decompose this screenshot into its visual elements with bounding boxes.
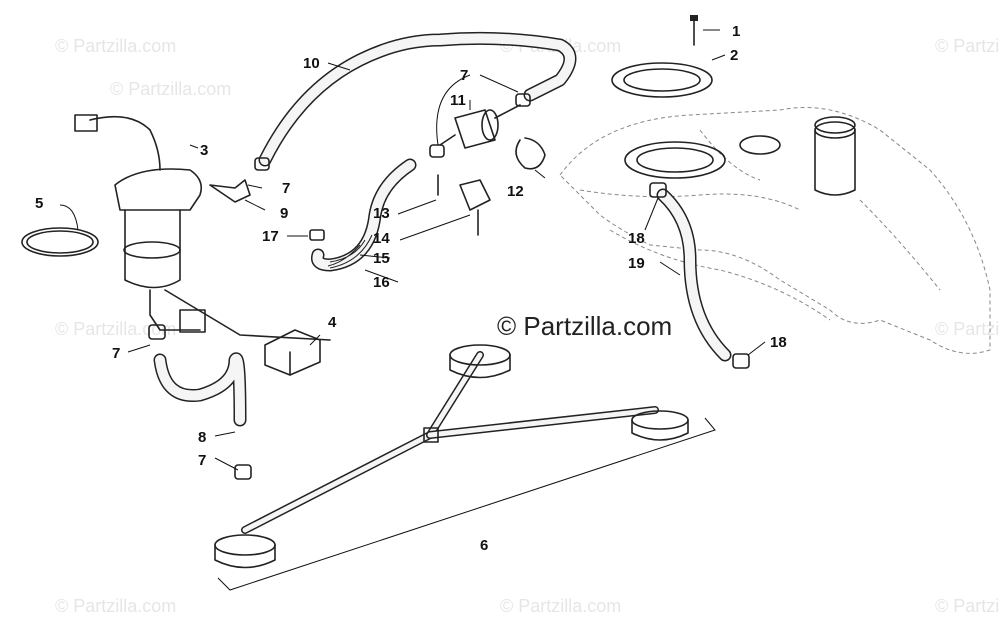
callout-label: 7: [460, 67, 468, 84]
hose-clamp: [429, 144, 445, 158]
callout-label: 6: [480, 537, 488, 554]
elbow-fitting: [209, 179, 251, 203]
callout-label: 7: [198, 452, 206, 469]
retaining-clip: [515, 137, 546, 170]
callout-label: 8: [198, 429, 206, 446]
watermark-text: © Partzilla.com: [500, 596, 621, 616]
watermark-text: © Partzilla.com: [55, 36, 176, 56]
callout-label: 11: [450, 92, 466, 109]
watermark-text: © Partzilla.com: [935, 36, 1000, 56]
fuel-tank-outline: [559, 107, 991, 354]
watermark-text: © Partzilla.com: [55, 319, 176, 339]
watermark-text: © Partzilla.com: [935, 596, 1000, 616]
fuel-level-sender: [264, 329, 321, 376]
callout-label: 10: [303, 55, 320, 72]
fuel-pump-gasket: [611, 62, 713, 98]
callout-label: 13: [373, 205, 390, 222]
callout-label: 3: [200, 142, 208, 159]
fuel-pump-assembly: [74, 114, 331, 341]
watermark-text: © Partzilla.com: [55, 596, 176, 616]
callout-labels: 1 2 3 4 5 6 7 7 7 7 8 9 10 11 12 13 14 1…: [35, 23, 787, 554]
watermark-text: © Partzilla.com: [110, 79, 231, 99]
hose-clamp: [515, 93, 531, 107]
callout-label: 18: [628, 230, 645, 247]
callout-label: 19: [628, 255, 645, 272]
filter-bracket: [437, 174, 491, 236]
hose-clamp: [148, 324, 166, 340]
hose-clamp: [254, 157, 270, 171]
callout-label: 18: [770, 334, 787, 351]
callout-label: 17: [262, 228, 279, 245]
hose-clamp: [649, 182, 667, 198]
pump-o-ring: [21, 227, 99, 257]
callout-label: 12: [507, 183, 524, 200]
callout-bracket: [217, 417, 716, 591]
hose-clamp: [234, 464, 252, 480]
callout-label: 1: [732, 23, 740, 40]
watermark-main: © Partzilla.com: [497, 311, 672, 341]
callout-label: 7: [282, 180, 290, 197]
leader-lines: [59, 29, 766, 471]
callout-label: 15: [373, 250, 390, 267]
watermark-text: © Partzilla.com: [935, 319, 1000, 339]
callout-label: 2: [730, 47, 738, 64]
fuel-pickup-assembly: [214, 344, 689, 569]
callout-label: 7: [112, 345, 120, 362]
screw: [690, 15, 698, 46]
fuel-filter: [439, 104, 521, 149]
hose-clamp: [732, 353, 750, 369]
watermark-layer: © Partzilla.com © Partzilla.com © Partzi…: [55, 36, 1000, 616]
hose-clamp: [309, 229, 325, 241]
callout-label: 14: [373, 230, 390, 247]
callout-label: 16: [373, 274, 390, 291]
callout-label: 4: [328, 314, 337, 331]
callout-label: 9: [280, 205, 288, 222]
callout-label: 5: [35, 195, 43, 212]
